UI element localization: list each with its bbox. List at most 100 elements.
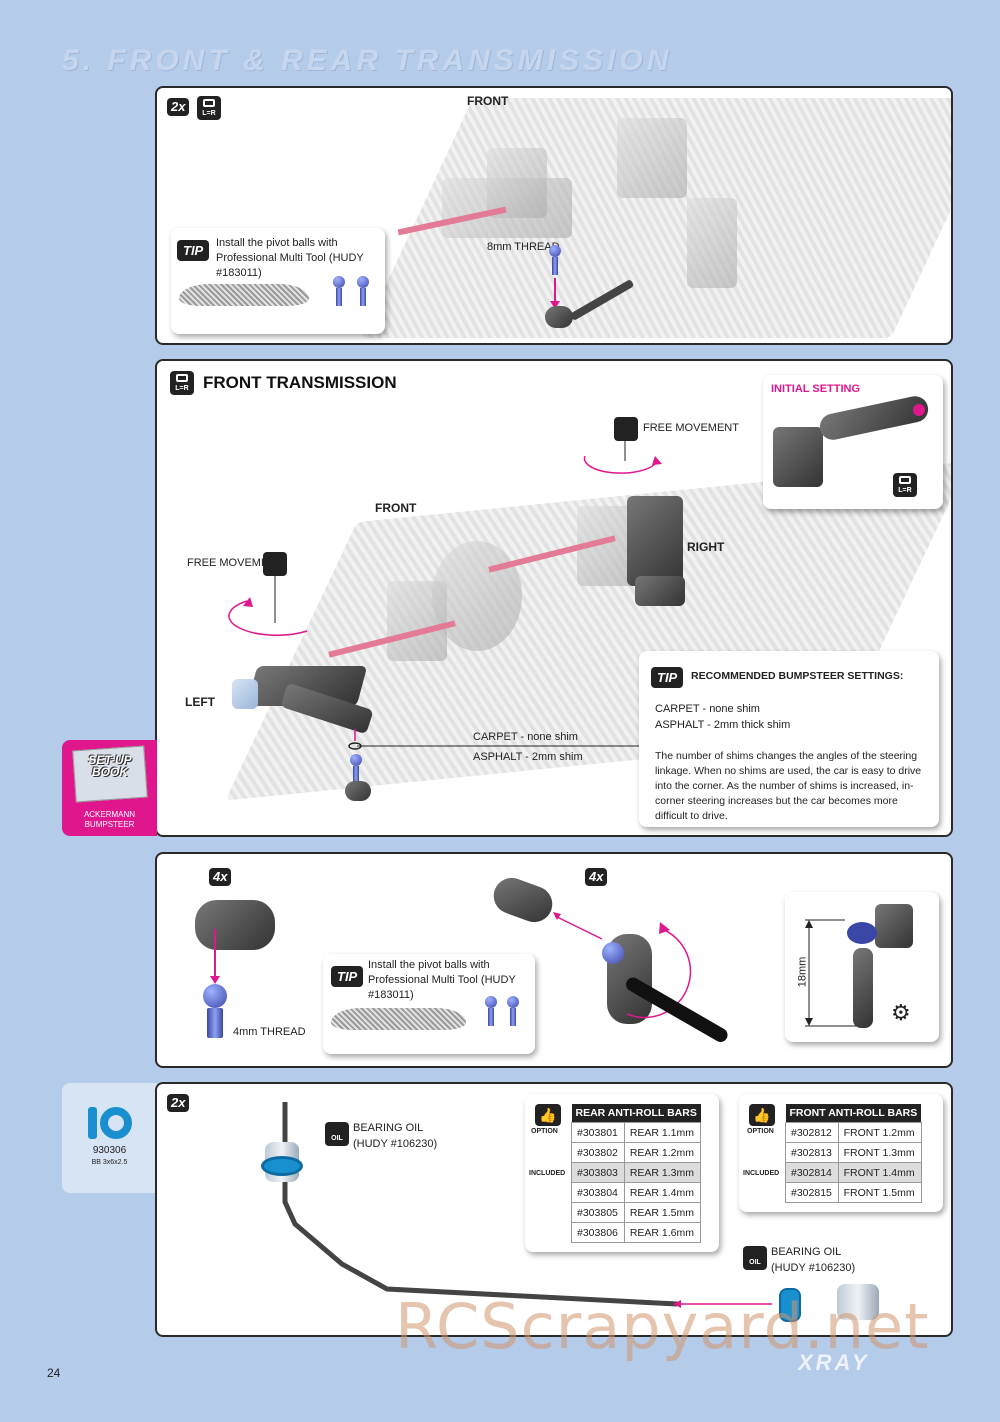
- bearing: [261, 1156, 303, 1176]
- tip-box: TIP Install the pivot balls with Profess…: [171, 228, 385, 334]
- description-cell: REAR 1.4mm: [623, 1182, 702, 1203]
- hub-carrier: [687, 198, 737, 288]
- bearing-part-number: 930306: [92, 1145, 127, 1156]
- left-right-icon: L=R: [197, 96, 221, 120]
- bearing-oil-label: BEARING OIL: [353, 1122, 424, 1134]
- part-number-cell: #303801: [571, 1122, 625, 1143]
- ball-end: [545, 306, 573, 328]
- bumpsteer-tip-box: TIP RECOMMENDED BUMPSTEER SETTINGS: CARP…: [639, 651, 939, 827]
- part-number-cell: #302815: [785, 1182, 839, 1203]
- page-number: 24: [47, 1366, 61, 1380]
- description-cell: FRONT 1.5mm: [837, 1182, 922, 1203]
- table-header: REAR ANTI-ROLL BARS: [571, 1104, 701, 1123]
- part-number-cell: #303803: [571, 1162, 625, 1183]
- option-label: OPTION: [747, 1128, 774, 1135]
- tool-size-label: 2.0 mm: [704, 991, 736, 1015]
- tip-box: TIP Install the pivot balls with Profess…: [323, 954, 535, 1054]
- step4-panel: 2x OIL BEARING OIL (HUDY #106230) OIL BE…: [155, 1082, 953, 1337]
- step3-panel: 4x 4mm THREAD TIP Install the pivot ball…: [155, 852, 953, 1068]
- tip-tag: TIP: [177, 240, 210, 261]
- tip-carpet: CARPET - none shim: [655, 703, 760, 715]
- insert-arrow: [210, 929, 220, 984]
- insert-arrow: [553, 912, 603, 940]
- quantity-badge: 2x: [167, 1094, 190, 1112]
- rotate-icon: [614, 417, 638, 441]
- option-label: OPTION: [531, 1128, 558, 1135]
- part-number-cell: #303802: [571, 1142, 625, 1163]
- part-number-cell: #303805: [571, 1202, 625, 1223]
- step1-panel: 2x L=R FRONT 8mm THREAD TIP Install the …: [155, 86, 953, 345]
- step2-panel: L=R FRONT TRANSMISSION FREE MOVEMENT FRE…: [155, 359, 953, 837]
- description-cell: FRONT 1.2mm: [837, 1122, 922, 1143]
- oil-icon: OIL: [325, 1122, 349, 1146]
- front-label: FRONT: [375, 501, 417, 515]
- adjustment-gears-icon: ⚙: [891, 1000, 911, 1025]
- center-diff: [432, 541, 522, 651]
- bearing-icon: [88, 1107, 132, 1139]
- included-label: INCLUDED: [743, 1170, 780, 1177]
- pivot-ball: [847, 922, 877, 944]
- tip-text: Install the pivot balls with Professiona…: [368, 959, 516, 1001]
- brand-logo: XRAY: [798, 1350, 870, 1375]
- initial-setting-box: INITIAL SETTING L=R: [763, 375, 943, 509]
- free-movement-left-label: FREE MOVEMENT: [187, 557, 283, 569]
- steering-arm-extension: [817, 393, 931, 443]
- description-cell: REAR 1.1mm: [623, 1122, 702, 1143]
- rotation-arrow-left: [228, 576, 308, 636]
- left-hub: [232, 679, 258, 709]
- bearing-tab: 930306 BB 3x6x2.5: [62, 1083, 157, 1193]
- rotation-arrow-top: [583, 441, 662, 474]
- pivot-ball: [602, 942, 624, 964]
- quantity-badge: 2x: [167, 98, 190, 116]
- diff-housing: [387, 581, 447, 661]
- steering-arm-part: [773, 427, 823, 487]
- part-number-cell: #303806: [571, 1222, 625, 1243]
- pivot-ball: [507, 996, 519, 1026]
- pivot-ball: [485, 996, 497, 1026]
- dimension-label: 18mm: [796, 956, 809, 988]
- initial-setting-label: INITIAL SETTING: [771, 383, 861, 395]
- front-anti-roll-table: 👍 OPTION INCLUDED FRONT ANTI-ROLL BARS #…: [739, 1094, 943, 1212]
- multi-tool-image: [179, 284, 309, 306]
- quantity-badge: 4x: [585, 868, 608, 886]
- tip-asphalt: ASPHALT - 2mm thick shim: [655, 719, 791, 731]
- rotation-arrow: [626, 922, 692, 1019]
- free-movement-top-label: FREE MOVEMENT: [643, 422, 739, 434]
- rear-anti-roll-table: 👍 OPTION INCLUDED REAR ANTI-ROLL BARS #3…: [525, 1094, 719, 1252]
- assembled-ball-end: [853, 948, 873, 1028]
- part-number-cell: #303804: [571, 1182, 625, 1203]
- shim-leader-line: [348, 729, 639, 750]
- left-right-icon: L=R: [170, 371, 194, 395]
- thread-label: 4mm THREAD: [233, 1026, 306, 1038]
- option-icon: 👍: [749, 1104, 775, 1126]
- right-steering-block: [627, 496, 683, 586]
- asphalt-label: ASPHALT - 2mm shim: [473, 751, 583, 763]
- pivot-ball: [357, 276, 369, 306]
- right-steering-arm: [635, 576, 685, 606]
- left-label: LEFT: [185, 695, 215, 709]
- tip-body: The number of shims changes the angles o…: [655, 750, 922, 822]
- dimension-box: 18mm ⚙: [785, 892, 939, 1042]
- tip-tag: TIP: [651, 667, 684, 688]
- front-label: FRONT: [467, 94, 509, 108]
- description-cell: FRONT 1.4mm: [837, 1162, 922, 1183]
- description-cell: REAR 1.5mm: [623, 1202, 702, 1223]
- description-cell: FRONT 1.3mm: [837, 1142, 922, 1163]
- part-number-cell: #302813: [785, 1142, 839, 1163]
- included-label: INCLUDED: [529, 1170, 566, 1177]
- oil-icon: OIL: [743, 1246, 767, 1270]
- multi-tool-image: [331, 1008, 466, 1030]
- part-number-cell: #302812: [785, 1122, 839, 1143]
- tip-tag: TIP: [331, 966, 364, 987]
- bearing-oil-part: (HUDY #106230): [353, 1138, 438, 1150]
- insert-arrow: [550, 278, 560, 309]
